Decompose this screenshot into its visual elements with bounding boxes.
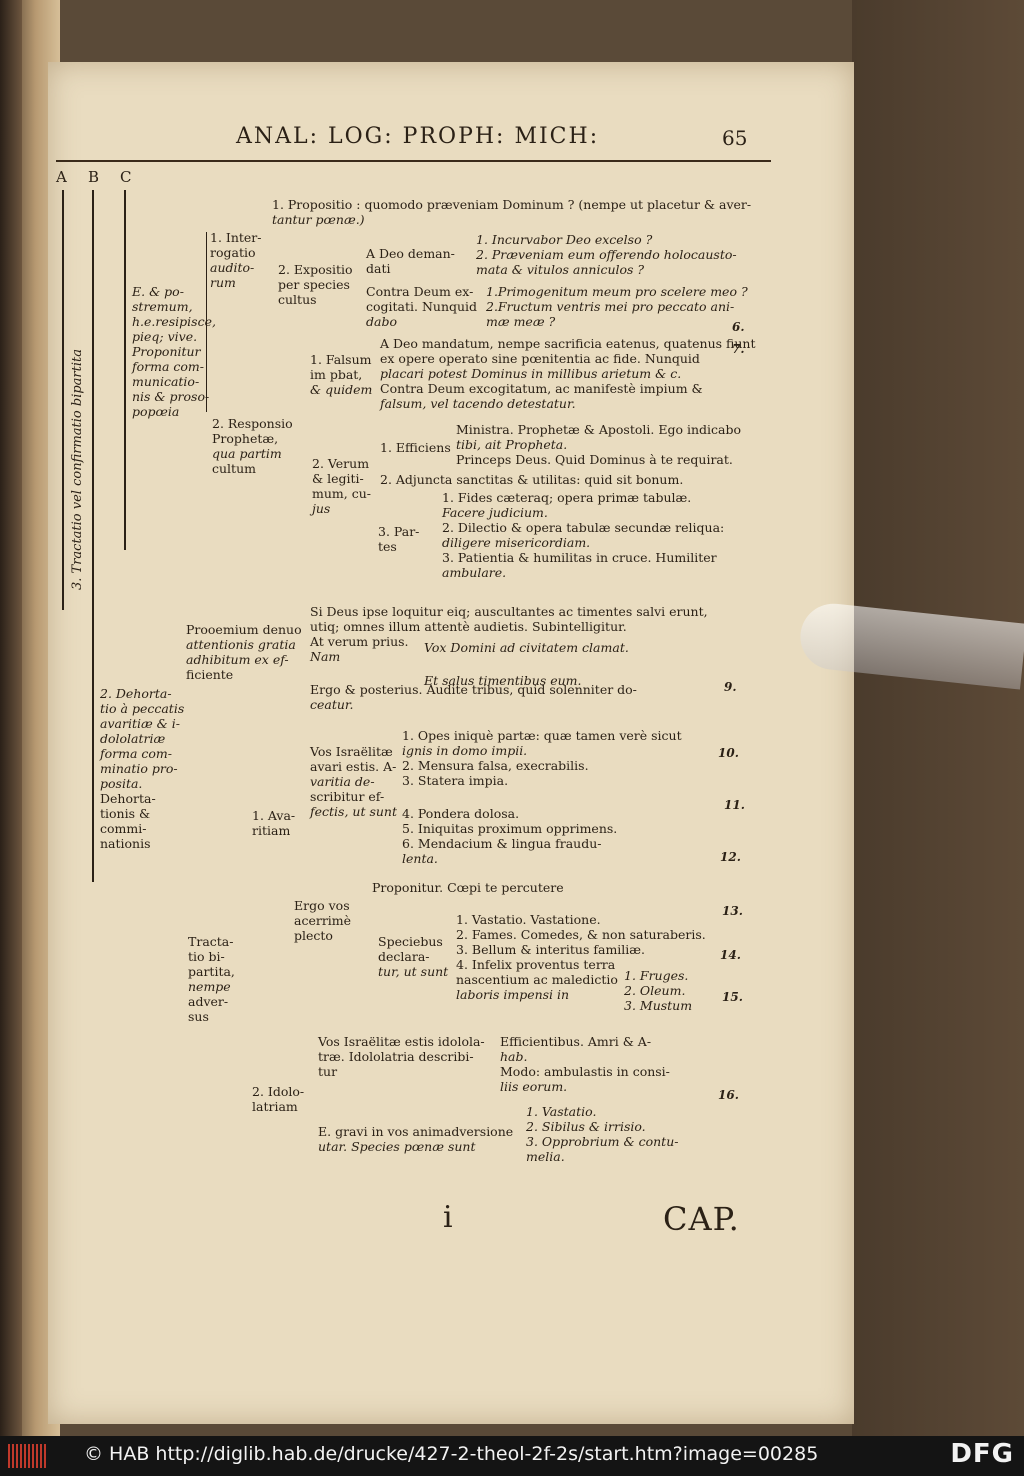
column-label-a: A	[56, 168, 67, 186]
efficiens-items: Ministra. Prophetæ & Apostoli. Ego indic…	[456, 422, 741, 467]
verse-number: 7.	[732, 342, 745, 356]
falsum-items: A Deo mandatum, nempe sacrificia eatenus…	[380, 336, 756, 411]
header-rule	[56, 160, 771, 162]
proponitur: Proponitur. Cœpi te percutere	[372, 880, 564, 895]
avaritiam: 1. Ava-ritiam	[252, 808, 296, 838]
bracket-b	[92, 190, 94, 880]
avaritia-items: 1. Opes iniquè partæ: quæ tamen verè sic…	[402, 728, 682, 866]
column-label-b: B	[88, 168, 100, 186]
verse-number: 16.	[718, 1088, 739, 1102]
verum: 2. Verum& legiti-mum, cu-jus	[312, 456, 371, 516]
poenae-items: 1. Vastatio.2. Sibilus & irrisio.3. Oppr…	[526, 1104, 679, 1164]
catchword: CAP.	[663, 1200, 740, 1238]
adjuncta: 2. Adjuncta sanctitas & utilitas: quid s…	[380, 472, 684, 487]
column-label-c: C	[120, 168, 132, 186]
barcode-icon	[8, 1444, 48, 1468]
running-header: ANAL: LOG: PROPH: MICH:	[236, 124, 600, 149]
bracket-dehortatio	[92, 620, 94, 882]
vertical-label: 3. Tractatio vel confirmatio bipartita	[70, 348, 85, 590]
a-deo-items: 1. Incurvabor Deo excelso ?2. Præveniam …	[476, 232, 737, 277]
verse-number: 6.	[732, 320, 745, 334]
species-items: 1. Vastatio. Vastatione.2. Fames. Comede…	[456, 912, 706, 1002]
idololatriam: 2. Idolo-latriam	[252, 1084, 305, 1114]
c-bracket	[206, 232, 207, 412]
bracket-a	[62, 190, 64, 610]
dfg-logo: DFG	[950, 1439, 1014, 1469]
contra-items: 1.Primogenitum meum pro scelere meo ?2.F…	[486, 284, 748, 329]
verse-number: 15.	[722, 990, 743, 1004]
fruges: 1. Fruges.2. Oleum.3. Mustum	[624, 968, 693, 1013]
efficiens: 1. Efficiens	[380, 440, 451, 455]
propositio: 1. Propositio : quomodo præveniam Dominu…	[272, 197, 752, 227]
footer-url[interactable]: © HAB http://diglib.hab.de/drucke/427-2-…	[84, 1443, 819, 1465]
efficientibus: Efficientibus. Amri & A-hab.Modo: ambula…	[500, 1034, 670, 1094]
partes-items: 1. Fides cæteraq; opera primæ tabulæ.Fac…	[442, 490, 725, 580]
verse-number: 11.	[724, 798, 745, 812]
page-number: 65	[722, 126, 748, 150]
verse-number: 9.	[724, 680, 737, 694]
c-main: E. & po-stremum,h.e.resipisce,pieq; vive…	[132, 284, 216, 419]
verse-number: 12.	[720, 850, 741, 864]
a-deo: A Deo deman-dati	[366, 246, 455, 276]
idolatrae: Vos Israëlitæ estis idolola-træ. Idolola…	[318, 1034, 485, 1079]
signature-mark: i	[443, 1200, 453, 1235]
footer-bar: © HAB http://diglib.hab.de/drucke/427-2-…	[0, 1436, 1024, 1476]
book-spine	[0, 0, 22, 1436]
background-right	[852, 0, 1024, 1436]
verse-number: 10.	[718, 746, 739, 760]
procemium-items: Si Deus ipse loquitur eiq; auscultantes …	[310, 604, 708, 712]
verse-number: 13.	[722, 904, 743, 918]
bracket-c	[124, 190, 126, 550]
vox-domini: Vox Domini ad civitatem clamat.Et salus …	[424, 640, 629, 688]
partes: 3. Par-tes	[378, 524, 420, 554]
verse-number: 14.	[720, 948, 741, 962]
book-page	[48, 62, 854, 1424]
